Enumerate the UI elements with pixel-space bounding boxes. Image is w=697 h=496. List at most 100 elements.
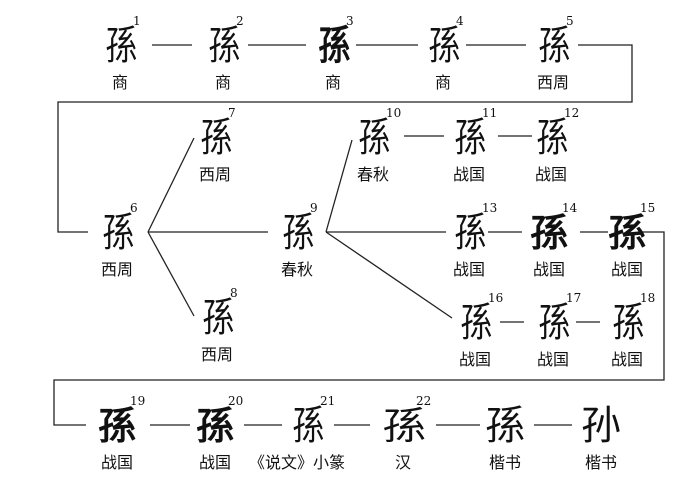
glyph-warring-19: 孫	[97, 404, 136, 448]
node-number: 10	[386, 106, 402, 120]
node-number: 6	[130, 201, 138, 215]
period-label: 战国	[536, 350, 569, 369]
node-10: 孫 10 春秋	[338, 106, 408, 200]
node-13: 孫 13 战国	[434, 201, 504, 295]
glyph-warring-17: 孫	[538, 300, 570, 346]
glyph-oracle-bone-3: 孫	[318, 22, 350, 69]
node-number: 13	[482, 201, 498, 215]
node-number: 17	[566, 291, 582, 305]
glyph-bronze-6: 孫	[102, 210, 134, 256]
period-label: 西周	[536, 73, 569, 92]
node-number: 12	[564, 106, 580, 120]
connector-15-19	[53, 231, 665, 426]
node-15: 孫 15 战国	[592, 201, 662, 295]
node-number: 14	[562, 201, 578, 215]
glyph-warring-20: 孫	[195, 404, 234, 448]
period-label: 战国	[452, 260, 485, 279]
glyph-oracle-bone-1: 孫	[105, 23, 137, 69]
node-number: 15	[640, 201, 656, 215]
period-label: 商	[214, 73, 231, 92]
period-label: 战国	[452, 165, 485, 184]
period-label: 春秋	[356, 165, 389, 184]
node-19: 孫 19 战国	[82, 394, 152, 488]
glyph-bronze-5: 孫	[538, 23, 570, 69]
connector-5-6	[57, 44, 633, 233]
period-label: 战国	[534, 165, 567, 184]
glyph-warring-15: 孫	[607, 211, 646, 255]
period-label: 战国	[198, 453, 231, 472]
node-number: 2	[236, 14, 244, 28]
node-5: 孫 5 西周	[518, 14, 588, 108]
period-label: 西周	[198, 165, 231, 184]
glyph-bronze-7: 孫	[200, 115, 232, 161]
node-17: 孫 17 战国	[518, 291, 588, 385]
connector-9-16	[325, 231, 453, 319]
node-number: 4	[456, 14, 464, 28]
period-label: 商	[111, 73, 128, 92]
node-number: 9	[310, 201, 318, 215]
node-number: 3	[346, 14, 354, 28]
period-label: 战国	[532, 260, 565, 279]
glyph-bronze-8: 孫	[202, 295, 234, 341]
node-20: 孫 20 战国	[180, 394, 250, 488]
period-label: 商	[324, 73, 341, 92]
node-14: 孫 14 战国	[514, 201, 584, 295]
period-label: 楷书	[584, 453, 617, 472]
glyph-warring-18: 孫	[612, 300, 644, 346]
node-number: 11	[482, 106, 498, 120]
glyph-clerical-22: 孫	[382, 404, 426, 448]
node-22: 孫 22 汉	[368, 394, 438, 488]
period-label: 战国	[458, 350, 491, 369]
glyph-kaishu-simplified: 孙	[581, 403, 621, 449]
node-21: 孫 21 《说文》小篆	[249, 394, 345, 488]
node-3: 孫 3 商	[298, 14, 368, 108]
glyph-warring-11: 孫	[454, 115, 486, 161]
glyph-warring-14: 孫	[529, 211, 568, 255]
period-label: 西周	[200, 345, 233, 364]
node-12: 孫 12 战国	[516, 106, 586, 200]
node-number: 16	[488, 291, 504, 305]
glyph-bronze-10: 孫	[358, 115, 390, 161]
node-7: 孫 7 西周	[180, 106, 250, 200]
node-number: 20	[228, 394, 244, 408]
node-number: 19	[130, 394, 146, 408]
glyph-bronze-9: 孫	[282, 210, 314, 256]
glyph-warring-16: 孫	[460, 300, 492, 346]
node-1: 孫 1 商	[85, 14, 155, 108]
connector-9-10	[325, 139, 353, 233]
glyph-small-seal-21: 孫	[292, 403, 324, 449]
connector-6-8	[147, 231, 195, 317]
node-11: 孫 11 战国	[434, 106, 504, 200]
period-label: 西周	[100, 260, 133, 279]
glyph-kaishu-traditional: 孫	[485, 403, 525, 449]
node-number: 18	[640, 291, 656, 305]
node-number: 5	[566, 14, 574, 28]
node-number: 8	[230, 286, 238, 300]
node-number: 7	[228, 106, 236, 120]
node-4: 孫 4 商	[408, 14, 478, 108]
period-label: 汉	[394, 453, 411, 472]
connector-6-7	[147, 137, 195, 233]
period-label: 战国	[610, 260, 643, 279]
node-8: 孫 8 西周	[182, 286, 252, 380]
node-number: 1	[133, 14, 141, 28]
node-number: 21	[320, 394, 336, 408]
node-number: 22	[416, 394, 432, 408]
period-label: 楷书	[488, 453, 521, 472]
period-label: 战国	[610, 350, 643, 369]
glyph-warring-12: 孫	[536, 115, 568, 161]
node-kaishu-simplified: 孙 楷书	[566, 398, 636, 488]
glyph-oracle-bone-2: 孫	[208, 23, 240, 69]
node-18: 孫 18 战国	[592, 291, 662, 385]
period-label: 《说文》小篆	[248, 453, 345, 472]
node-9: 孫 9 春秋	[262, 201, 332, 295]
node-16: 孫 16 战国	[440, 291, 510, 385]
glyph-warring-13: 孫	[454, 210, 486, 256]
node-2: 孫 2 商	[188, 14, 258, 108]
period-label: 战国	[100, 453, 133, 472]
period-label: 春秋	[280, 260, 313, 279]
node-kaishu-traditional: 孫 楷书	[470, 398, 540, 488]
glyph-oracle-bone-4: 孫	[428, 23, 460, 69]
